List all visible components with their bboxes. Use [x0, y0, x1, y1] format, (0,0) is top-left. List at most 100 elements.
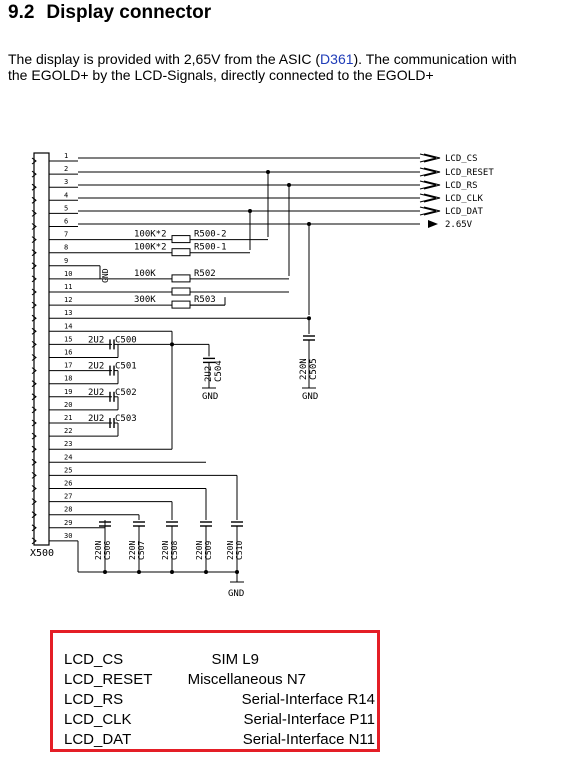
resistor-ref: R500-2	[194, 230, 227, 240]
connector-pin	[31, 380, 37, 388]
gnd-label: GND	[202, 392, 218, 402]
signal-name: LCD_CLK	[64, 711, 132, 728]
connector-pin	[31, 498, 37, 505]
signal-label: LCD_RS	[445, 181, 478, 191]
signal-label: LCD_DAT	[445, 207, 484, 217]
capacitor-value: 220N	[161, 541, 170, 560]
pin-number: 18	[64, 375, 72, 383]
capacitor-ref: C510	[235, 541, 244, 560]
pin-number: 6	[64, 218, 68, 226]
connector-pin	[31, 524, 37, 532]
connector-pin	[31, 354, 37, 361]
pin-number: 15	[64, 335, 72, 343]
junction-dot	[287, 183, 291, 187]
pin-number: 10	[64, 270, 72, 278]
capacitor-ref: C508	[170, 541, 179, 560]
connector-pin	[31, 288, 37, 296]
pin-number: 11	[64, 283, 72, 291]
capacitor-value: 2U2	[88, 414, 104, 424]
signal-name: LCD_RS	[64, 691, 124, 708]
resistor-ref: R500-1	[194, 243, 227, 253]
connector-pin	[31, 236, 37, 243]
capacitor-ref: C502	[115, 388, 137, 398]
capacitor-ref: C503	[115, 414, 137, 424]
pin-number: 13	[64, 309, 72, 317]
resistor	[171, 248, 191, 257]
connector-pin	[31, 367, 37, 374]
connector-pin	[31, 393, 37, 401]
arrow	[428, 220, 438, 228]
pin-number: 5	[64, 204, 68, 212]
pin-number: 16	[64, 349, 72, 357]
signal-description: Serial-Interface N11	[242, 731, 375, 748]
paragraph-text: The display is provided with 2,65V from …	[8, 51, 321, 67]
resistor-value: 100K*2	[134, 243, 167, 253]
resistor-ref: R502	[194, 269, 216, 279]
capacitor-ref: C507	[137, 541, 146, 560]
pin-number: 27	[64, 493, 72, 501]
gnd-label: GND	[228, 589, 244, 599]
connector-pin	[31, 275, 37, 283]
connector-label: X500	[30, 548, 54, 559]
resistor-value: 100K	[134, 269, 156, 279]
signal-row: LCD_CS SIM L9	[64, 650, 259, 670]
capacitor-ref: C500	[115, 335, 137, 345]
d361-link[interactable]: D361	[320, 51, 354, 67]
pin-number: 19	[64, 388, 72, 396]
signal-row: LCD_CLK Serial-Interface P11	[64, 710, 375, 730]
junction-dot	[266, 170, 270, 174]
connector-pin	[31, 210, 37, 217]
description-paragraph: The display is provided with 2,65V from …	[8, 51, 574, 83]
pin-number: 24	[64, 453, 72, 461]
capacitor-value: 220N	[299, 358, 309, 380]
signal-description: Serial-Interface R14	[241, 691, 375, 708]
pin-number: 8	[64, 244, 68, 252]
pin-number: 9	[64, 257, 68, 265]
connector-pin	[31, 458, 37, 466]
connector-pin	[31, 170, 37, 178]
connector-pin	[31, 511, 37, 519]
capacitor-value: 2U2	[204, 366, 214, 382]
signal-label: 2.65V	[445, 220, 473, 230]
connector-pin	[31, 485, 37, 492]
capacitor-value: 220N	[94, 541, 103, 560]
connector-pin	[31, 249, 37, 257]
pin-number: 2	[64, 165, 68, 173]
connector-pin	[31, 223, 37, 230]
resistor-ref: R503	[194, 295, 216, 305]
signal-name: LCD_RESET	[64, 671, 153, 688]
connector-pin	[31, 537, 37, 545]
connector-body	[33, 152, 50, 546]
pin-number: 4	[64, 191, 68, 199]
signal-description: Serial-Interface P11	[243, 711, 375, 728]
connector-pin	[31, 157, 37, 165]
pin-number: 1	[64, 152, 68, 160]
connector-pin	[31, 301, 37, 309]
capacitor-value: 2U2	[88, 362, 104, 372]
pin-number: 21	[64, 414, 72, 422]
pin-number: 25	[64, 466, 72, 474]
section-title: Display connector	[46, 2, 212, 23]
connector-pin	[31, 406, 37, 414]
pin-number: 20	[64, 401, 72, 409]
pin-number: 28	[64, 506, 72, 514]
capacitor-ref: C506	[103, 541, 112, 560]
signal-label: LCD_CS	[445, 154, 478, 164]
offpage-connector	[419, 206, 441, 216]
pin-number: 12	[64, 296, 72, 304]
pin-number: 7	[64, 231, 68, 239]
capacitor-value: 220N	[128, 541, 137, 560]
resistor	[171, 287, 191, 296]
paragraph-text: the EGOLD+ by the LCD-Signals, directly …	[8, 67, 434, 83]
pin-number: 14	[64, 322, 72, 330]
gnd-label: GND	[302, 392, 318, 402]
resistor-value: 100K*2	[134, 230, 167, 240]
offpage-connector	[419, 180, 441, 190]
offpage-connector	[419, 193, 441, 203]
offpage-connector	[419, 167, 441, 177]
pin-number: 23	[64, 440, 72, 448]
connector-pin	[31, 419, 37, 427]
signal-name: LCD_CS	[64, 651, 124, 668]
connector-pin	[31, 432, 37, 440]
